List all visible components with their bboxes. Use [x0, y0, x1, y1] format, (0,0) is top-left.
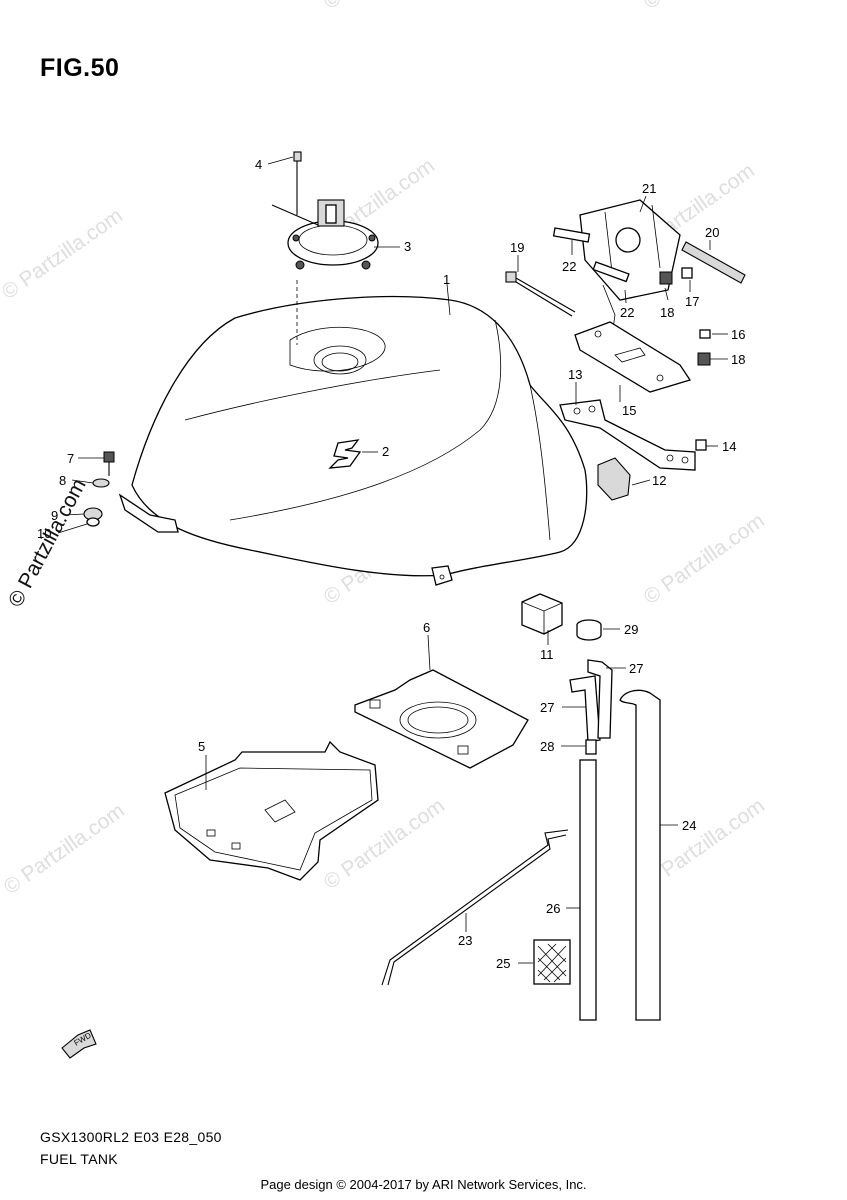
section-name: FUEL TANK	[40, 1151, 118, 1167]
callout-25: 25	[496, 956, 510, 971]
plate-6-part	[354, 669, 529, 769]
callout-24: 24	[682, 818, 696, 833]
callout-20: 20	[705, 225, 719, 240]
watermark: © Partzilla.com	[0, 204, 127, 304]
callout-29: 29	[624, 622, 638, 637]
callout-5: 5	[198, 739, 205, 754]
watermark: © Partzilla.com	[640, 0, 769, 14]
leader-lines	[57, 156, 728, 964]
callout-18: 18	[731, 352, 745, 367]
callout-22: 22	[620, 305, 634, 320]
callout-6: 6	[423, 620, 430, 635]
joint-28-part	[585, 739, 597, 755]
callout-21: 21	[642, 181, 656, 196]
hose-24-part	[619, 689, 661, 1021]
model-code: GSX1300RL2 E03 E28_050	[40, 1129, 222, 1145]
bracket-13-part	[559, 399, 696, 471]
callout-18: 18	[660, 305, 674, 320]
callout-14: 14	[722, 439, 736, 454]
callout-3: 3	[404, 239, 411, 254]
fwd-arrow-icon: FWD	[61, 1029, 97, 1059]
nut-18b-part	[697, 352, 711, 366]
cushion-12-part	[597, 457, 631, 501]
fuel-tank-part	[118, 295, 588, 586]
washer-8-part	[92, 478, 110, 488]
callout-8: 8	[59, 473, 66, 488]
callout-16: 16	[731, 327, 745, 342]
hinge-bracket-part	[552, 199, 681, 336]
callout-9: 9	[51, 508, 58, 523]
figure-title: FIG.50	[40, 54, 120, 82]
nut-18-part	[659, 271, 673, 285]
collar-29-part	[576, 619, 602, 641]
bracket-15-part	[574, 321, 692, 393]
cover-5-part	[164, 740, 379, 881]
watermark: © Partzilla.com	[640, 509, 769, 609]
callout-17: 17	[685, 294, 699, 309]
protector-25-part	[533, 939, 571, 985]
callout-1: 1	[443, 272, 450, 287]
callout-2: 2	[382, 444, 389, 459]
callout-15: 15	[622, 403, 636, 418]
bolt-17-part	[681, 267, 693, 279]
callout-19: 19	[510, 240, 524, 255]
hose-26-part	[579, 759, 597, 1021]
callout-12: 12	[652, 473, 666, 488]
callout-27: 27	[540, 700, 554, 715]
emblem-part	[328, 439, 362, 469]
watermark: © Partzilla.com	[0, 799, 129, 899]
bolt-14-part	[695, 439, 707, 451]
callout-10: 10	[37, 526, 51, 541]
callout-26: 26	[546, 901, 560, 916]
callout-27: 27	[629, 661, 643, 676]
callout-7: 7	[67, 451, 74, 466]
bolt-19-part	[505, 271, 576, 317]
callout-22: 22	[562, 259, 576, 274]
hose-23-part	[381, 829, 569, 986]
hose-27-part	[569, 659, 613, 743]
bolt-4-part	[293, 151, 302, 215]
callout-23: 23	[458, 933, 472, 948]
collar-10-part	[86, 517, 100, 527]
hinge-pin-20-part	[681, 241, 746, 284]
callout-28: 28	[540, 739, 554, 754]
bolt-7-part	[103, 451, 115, 463]
callout-11: 11	[540, 647, 554, 662]
cushion-11-part	[521, 593, 563, 635]
callout-labels: 1 2 3 4 5 6 7 8 9 10 11 12 13 14 15 16 1…	[37, 157, 745, 971]
page-credit: Page design © 2004-2017 by ARI Network S…	[260, 1177, 587, 1192]
watermark: © Partzilla.com	[320, 0, 449, 14]
screw-16-part	[699, 329, 711, 339]
filler-cap-part	[271, 199, 379, 270]
callout-4: 4	[255, 157, 262, 172]
callout-13: 13	[568, 367, 582, 382]
